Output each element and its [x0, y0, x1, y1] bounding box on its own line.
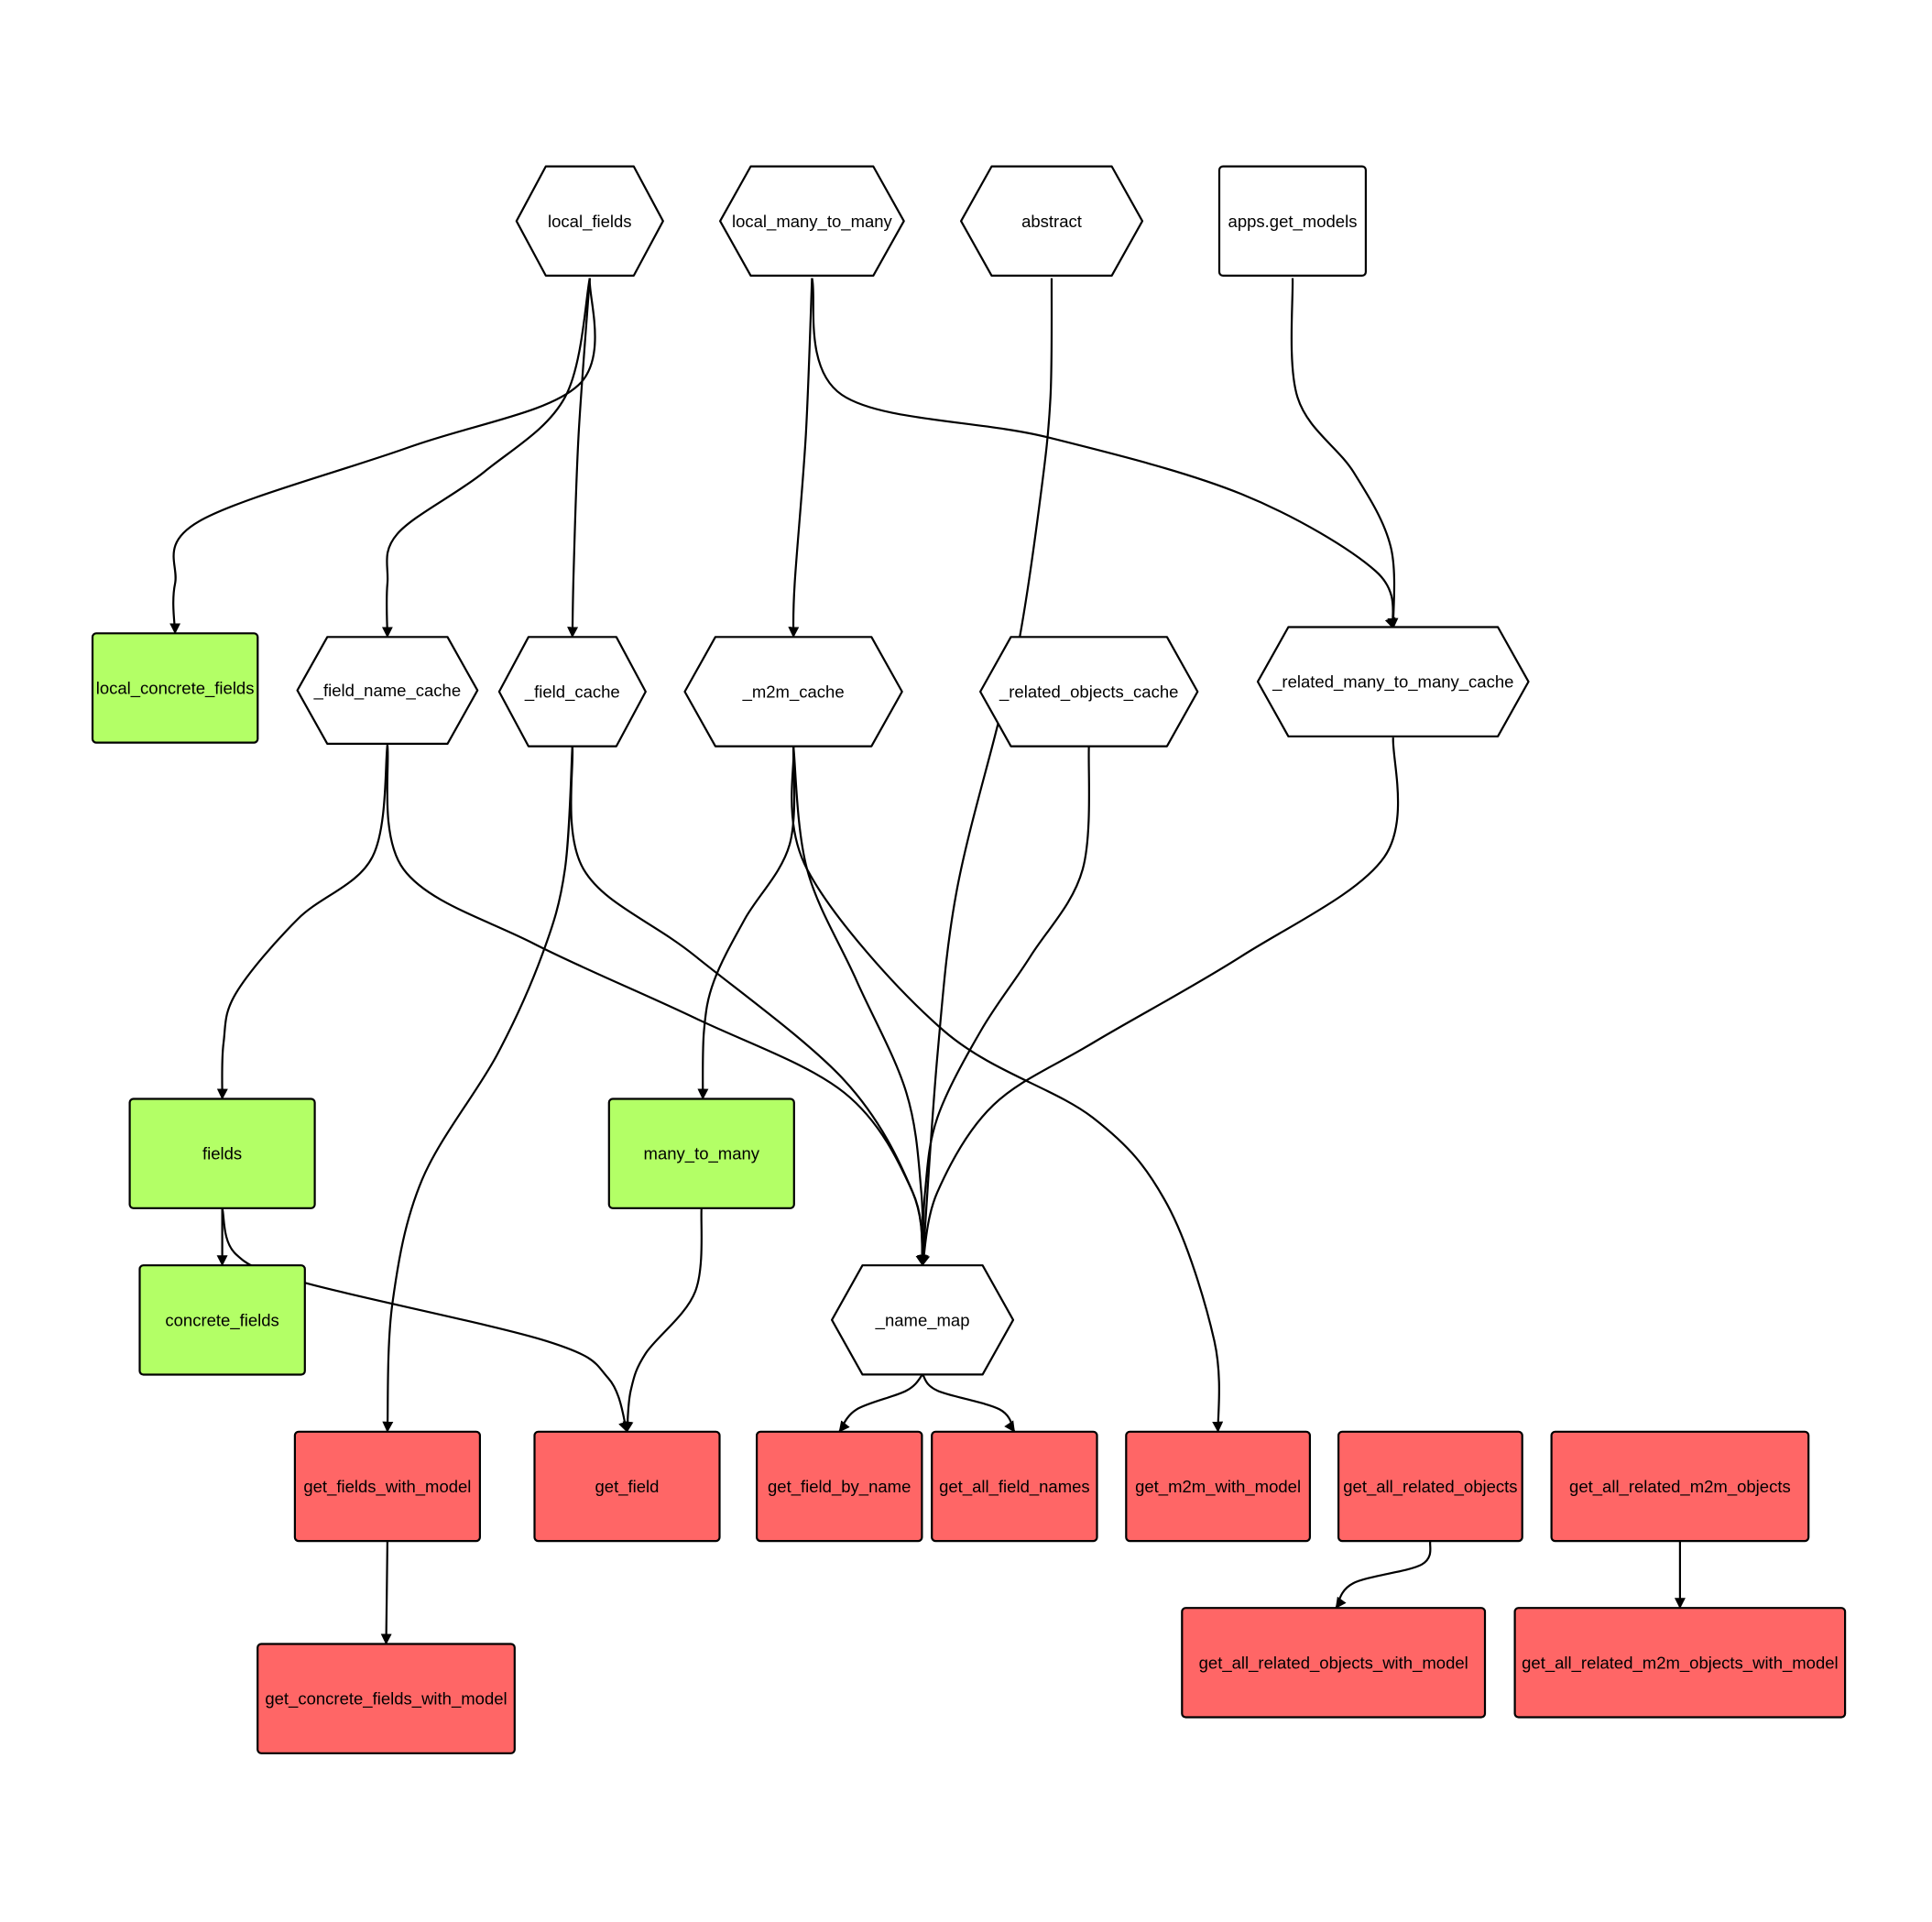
node-hexagon: [959, 165, 1144, 277]
node-concrete-fields[interactable]: concrete_fields: [138, 1264, 306, 1376]
node-get-all-field-names[interactable]: get_all_field_names: [931, 1430, 1098, 1543]
node-get-all-related-objects-with-model[interactable]: get_all_related_objects_with_model: [1181, 1607, 1487, 1719]
edge-local-fields-to-field-name-cache: [381, 278, 591, 639]
node-box: [931, 1430, 1098, 1543]
node-label: _name_map: [875, 1310, 970, 1330]
node-label: abstract: [1021, 212, 1082, 231]
node-hexagon: [830, 1264, 1015, 1376]
edge-fields-to-get-field: [221, 1207, 629, 1433]
node-hexagon: [296, 636, 479, 746]
node-label: local_many_to_many: [732, 212, 893, 232]
node-label: get_all_related_objects: [1343, 1477, 1517, 1497]
node-many-to-many[interactable]: many_to_many: [607, 1098, 795, 1209]
edge-m2m-cache-to-name-map: [792, 746, 928, 1267]
node-label: local_fields: [548, 212, 632, 232]
node-get-all-related-objects[interactable]: get_all_related_objects: [1337, 1430, 1523, 1543]
edge-related-objects-cache-to-name-map: [917, 746, 1090, 1267]
node-label: get_all_related_objects_with_model: [1199, 1653, 1468, 1673]
node-hexagon: [1256, 626, 1530, 737]
node-field-name-cache[interactable]: _field_name_cache: [296, 636, 479, 746]
node-box: [1513, 1607, 1847, 1719]
node-get-field-by-name[interactable]: get_field_by_name: [755, 1430, 923, 1543]
node-field-cache[interactable]: _field_cache: [497, 636, 647, 748]
node-box: [533, 1430, 721, 1543]
node-local-fields[interactable]: local_fields: [515, 165, 664, 277]
edge-field-name-cache-to-fields: [216, 745, 388, 1100]
edge-field-cache-to-name-map: [570, 746, 927, 1267]
node-box: [293, 1430, 481, 1543]
node-label: get_all_field_names: [939, 1477, 1090, 1497]
node-box: [1125, 1430, 1312, 1543]
node-m2m-cache[interactable]: _m2m_cache: [683, 636, 903, 748]
node-label: _related_many_to_many_cache: [1272, 672, 1513, 693]
edge-m2m-cache-to-many-to-many: [697, 746, 796, 1100]
node-box: [1550, 1430, 1810, 1543]
edge-name-map-to-get-all-field-names: [922, 1373, 1016, 1433]
node-related-many-to-many-cache[interactable]: _related_many_to_many_cache: [1256, 626, 1530, 737]
node-box: [1181, 1607, 1487, 1719]
node-hexagon: [515, 165, 664, 277]
node-label: get_all_related_m2m_objects_with_model: [1522, 1653, 1839, 1673]
node-related-objects-cache[interactable]: _related_objects_cache: [978, 636, 1199, 748]
node-box: [607, 1098, 795, 1209]
node-label: get_field_by_name: [768, 1477, 911, 1497]
node-name-map[interactable]: _name_map: [830, 1264, 1015, 1376]
node-label: get_all_related_m2m_objects: [1569, 1477, 1791, 1497]
node-label: local_concrete_fields: [96, 678, 255, 698]
edge-local-fields-to-field-cache: [567, 278, 591, 639]
edge-local-many-to-many-to-related-many-to-many-cache: [811, 278, 1396, 629]
node-box: [755, 1430, 923, 1543]
node-box: [1337, 1430, 1523, 1543]
node-hexagon: [683, 636, 903, 748]
node-fields[interactable]: fields: [128, 1098, 316, 1209]
node-hexagon: [978, 636, 1199, 748]
edge-field-cache-to-get-fields-with-model: [382, 746, 573, 1433]
nodes-layer: local_fields local_many_to_many abstract ap…: [91, 165, 1847, 1754]
edge-related-many-to-many-cache-to-name-map: [919, 737, 1400, 1267]
edge-many-to-many-to-get-field: [622, 1207, 703, 1433]
node-abstract[interactable]: abstract: [959, 165, 1144, 277]
node-label: apps.get_models: [1228, 212, 1358, 232]
node-label: _m2m_cache: [742, 683, 845, 703]
node-box: [91, 632, 259, 744]
node-local-concrete-fields[interactable]: local_concrete_fields: [91, 632, 259, 744]
node-label: _related_objects_cache: [999, 683, 1178, 703]
edge-m2m-cache-to-get-m2m-with-model: [791, 746, 1224, 1433]
node-box: [257, 1643, 516, 1754]
edge-local-many-to-many-to-m2m-cache: [788, 278, 813, 639]
node-local-many-to-many[interactable]: local_many_to_many: [718, 165, 905, 277]
node-label: _field_cache: [524, 683, 620, 703]
node-label: get_field: [595, 1477, 660, 1497]
node-get-concrete-fields-with-model[interactable]: get_concrete_fields_with_model: [257, 1643, 516, 1754]
node-box: [138, 1264, 306, 1376]
node-label: get_fields_with_model: [303, 1477, 471, 1497]
edge-local-fields-to-local-concrete-fields: [169, 278, 596, 635]
node-get-m2m-with-model[interactable]: get_m2m_with_model: [1125, 1430, 1312, 1543]
node-get-all-related-m2m-objects-with-model[interactable]: get_all_related_m2m_objects_with_model: [1513, 1607, 1847, 1719]
edge-apps-get-models-to-related-many-to-many-cache: [1290, 278, 1399, 629]
node-get-all-related-m2m-objects[interactable]: get_all_related_m2m_objects: [1550, 1430, 1810, 1543]
node-get-fields-with-model[interactable]: get_fields_with_model: [293, 1430, 481, 1543]
node-box: [128, 1098, 316, 1209]
node-label: get_concrete_fields_with_model: [265, 1689, 507, 1709]
edge-name-map-to-get-field-by-name: [838, 1373, 923, 1433]
node-label: concrete_fields: [165, 1310, 278, 1330]
node-label: _field_name_cache: [313, 681, 461, 701]
node-label: many_to_many: [644, 1144, 760, 1164]
node-hexagon: [497, 636, 647, 748]
edge-get-all-related-objects-to-get-all-related-objects-with-model: [1335, 1540, 1432, 1610]
node-get-field[interactable]: get_field: [533, 1430, 721, 1543]
node-label: fields: [202, 1144, 242, 1163]
node-label: get_m2m_with_model: [1135, 1477, 1301, 1497]
node-apps-get-models[interactable]: apps.get_models: [1217, 165, 1367, 278]
node-hexagon: [718, 165, 905, 277]
node-box: [1217, 165, 1367, 278]
